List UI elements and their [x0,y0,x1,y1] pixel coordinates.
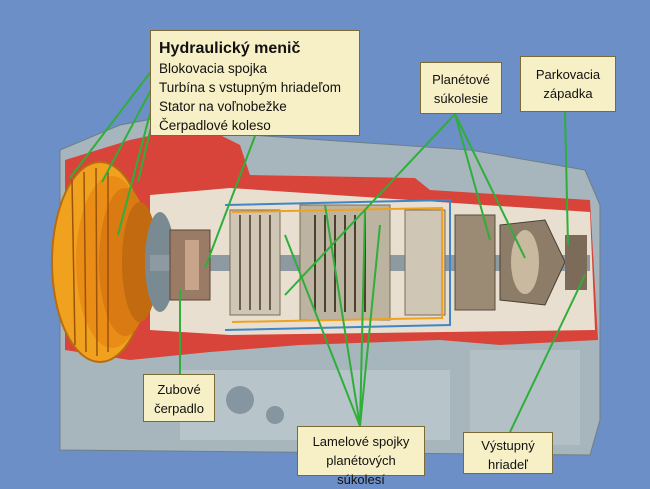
output-shaft-line-1: Výstupný [481,438,535,453]
gear-pump-label: Zubové čerpadlo [143,374,215,422]
gear-pump-part [169,229,211,301]
planetary-gears-label: Planétové súkolesie [420,62,502,114]
planetary-gears-line-2: súkolesie [433,91,489,106]
hydraulic-converter-title: Hydraulický menič [159,40,301,57]
multi-plate-clutches-line-1: Lamelové spojky [312,434,410,449]
turbine-text: Turbína s vstupným hriadeľom [159,80,342,95]
parking-pawl-label: Parkovacia západka [520,56,616,112]
pump-impeller-text: Čerpadlové koleso [159,118,271,133]
hydraulic-converter-label: Hydraulický menič Blokovacia spojka Turb… [150,30,360,136]
gear-pump-line-1: Zubové [157,382,201,397]
planetary-gears-line-1: Planétové [432,72,490,87]
clutch-packs [229,204,446,321]
output-shaft-line-2: hriadeľ [488,457,528,472]
parking-pawl-line-1: Parkovacia [535,67,601,82]
leader-lines [69,69,586,433]
output-shaft-label: Výstupný hriadeľ [463,432,553,474]
multi-plate-clutches-line-2: planétových súkolesí [326,453,396,487]
lockup-clutch-text: Blokovacia spojka [159,61,268,76]
parking-pawl-line-2: západka [543,86,593,101]
multi-plate-clutches-label: Lamelové spojky planétových súkolesí [297,426,425,487]
gear-pump-line-2: čerpadlo [154,401,204,416]
hydraulic-channels [224,198,451,331]
stator-text: Stator na voľnobežke [159,99,287,114]
